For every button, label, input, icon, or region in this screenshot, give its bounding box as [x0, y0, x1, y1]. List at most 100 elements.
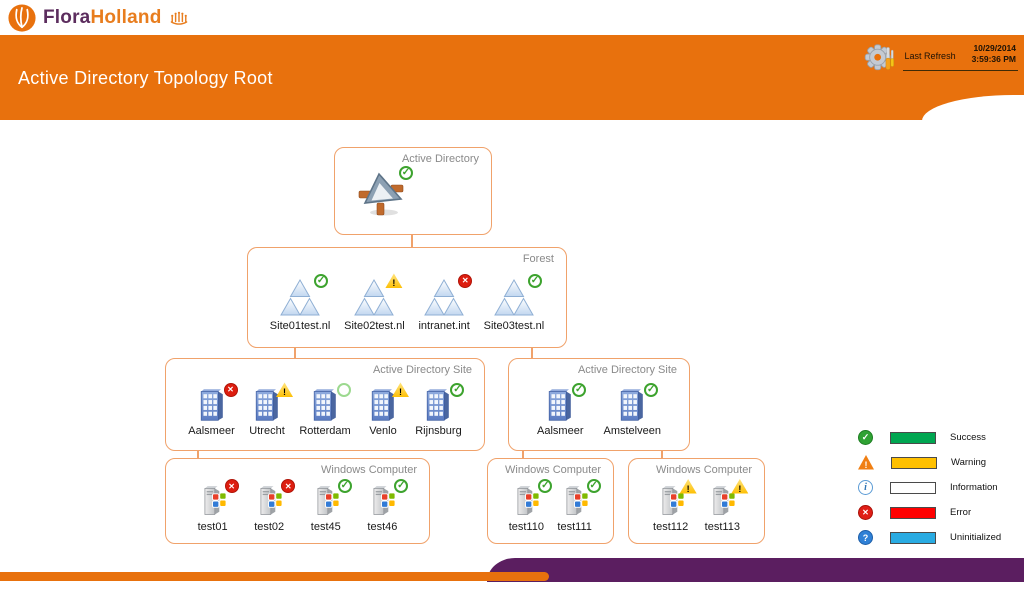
status-legend: Success Warning Information Error Uninit…: [858, 430, 1001, 555]
site-building-icon: [614, 382, 659, 423]
group-items: test112 test113: [637, 479, 756, 537]
topology-node[interactable]: Site01test.nl: [269, 273, 331, 332]
site-building-icon: [249, 382, 294, 423]
last-refresh-label: Last Refresh: [904, 51, 956, 61]
footer-orange-bar: [0, 572, 549, 581]
topology-node[interactable]: Site03test.nl: [483, 273, 545, 332]
computer-icon: [364, 479, 409, 519]
topology-node[interactable]: test110: [508, 479, 553, 533]
computer-icon: [195, 479, 239, 519]
topology-node[interactable]: test46: [364, 479, 409, 533]
topology-node[interactable]: Utrecht: [249, 382, 294, 437]
domain-icon: [280, 273, 329, 318]
topology-node[interactable]: Site02test.nl: [344, 273, 405, 332]
topology-node[interactable]: Amstelveen: [604, 382, 661, 437]
topology-node[interactable]: test112: [653, 479, 697, 533]
computer-icon: [653, 479, 697, 519]
footer-purple-band: [487, 558, 1024, 582]
settings-gear-icon[interactable]: [863, 43, 895, 75]
status-badge: [644, 382, 659, 397]
topology-node[interactable]: Rotterdam: [299, 382, 351, 437]
legend-row-success: Success: [858, 430, 1001, 445]
group-box-ad-site-right: Active Directory Site Aalsmeer Amstelvee…: [508, 358, 690, 451]
legend-row-warning: Warning: [858, 455, 1001, 470]
connector-root-forest: [411, 233, 413, 247]
floraholland-flower-icon: [8, 4, 36, 32]
header-swoosh-curve: [922, 95, 1024, 121]
brand-flora: Flora: [43, 6, 91, 28]
group-box-label: Windows Computer: [656, 464, 752, 476]
computer-icon: [251, 479, 296, 519]
node-label: test112: [653, 521, 689, 533]
node-label: Aalsmeer: [537, 424, 584, 437]
status-badge: [450, 382, 465, 397]
topology-node[interactable]: Rijnsburg: [415, 382, 465, 437]
information-icon: [858, 480, 873, 495]
connector-site-computers-right: [661, 447, 663, 458]
status-badge: [394, 479, 409, 493]
node-label: test02: [254, 521, 285, 533]
group-items: Aalsmeer Utrecht Rotterdam: [174, 379, 476, 444]
node-label: Site01test.nl: [269, 319, 331, 332]
node-label: Site03test.nl: [483, 319, 545, 332]
status-badge: [337, 479, 352, 493]
group-items: test110 test111: [496, 479, 605, 537]
group-box-windows-computer-left: Windows Computer test01 test02: [165, 458, 430, 544]
node-label: test110: [508, 521, 544, 533]
group-box-ad-site-left: Active Directory Site Aalsmeer Utrecht: [165, 358, 485, 451]
topology-node[interactable]: Venlo: [365, 382, 409, 437]
group-box-label: Active Directory: [401, 153, 479, 165]
topology-node-root[interactable]: [357, 166, 413, 218]
group-box-windows-computer-right: Windows Computer test112 test113: [628, 458, 765, 544]
connector-forest-site-left: [294, 345, 296, 358]
legend-label: Information: [950, 482, 998, 493]
computer-icon: [308, 479, 352, 519]
node-label: test45: [310, 521, 341, 533]
status-badge: [224, 479, 239, 493]
group-box-label: Active Directory Site: [577, 364, 677, 376]
status-badge: [281, 479, 296, 493]
site-building-icon: [420, 382, 465, 423]
computer-icon: [557, 479, 601, 519]
node-label: test113: [704, 521, 740, 533]
legend-label: Success: [950, 432, 986, 443]
status-badge: [572, 382, 587, 397]
legend-label: Uninitialized: [950, 532, 1002, 543]
warning-icon: [858, 455, 874, 470]
group-box-active-directory: Active Directory: [334, 147, 492, 235]
domain-icon: [354, 273, 403, 318]
legend-row-error: Error: [858, 505, 1001, 520]
group-box-label: Windows Computer: [505, 464, 601, 476]
refresh-info: Last Refresh 10/29/2014 3:59:36 PM: [902, 41, 1018, 71]
legend-row-uninitialized: Uninitialized: [858, 530, 1001, 545]
refresh-datetime: 10/29/2014 3:59:36 PM: [972, 43, 1016, 65]
status-badge: [223, 382, 238, 397]
topology-node[interactable]: test45: [308, 479, 352, 533]
topology-node[interactable]: test01: [195, 479, 239, 533]
group-box-windows-computer-mid: Windows Computer test110 test111: [487, 458, 614, 544]
uninitialized-icon: [858, 530, 873, 545]
node-label: Aalsmeer: [188, 424, 235, 437]
topology-node[interactable]: intranet.int: [418, 273, 473, 332]
header-band: Active Directory Topology Root Last Refr…: [0, 35, 1024, 121]
node-label: test111: [557, 521, 592, 533]
page-title: Active Directory Topology Root: [18, 68, 273, 88]
error-swatch: [890, 506, 936, 519]
site-building-icon: [194, 382, 238, 423]
brand-holland: Holland: [90, 6, 162, 28]
computer-icon: [508, 479, 553, 519]
site-building-icon: [365, 382, 409, 423]
refresh-date: 10/29/2014: [973, 43, 1016, 53]
status-badge: [458, 273, 473, 288]
topology-node[interactable]: test02: [251, 479, 296, 533]
topology-node[interactable]: test111: [557, 479, 601, 533]
topology-node[interactable]: Aalsmeer: [537, 382, 587, 437]
node-label: test01: [197, 521, 228, 533]
topology-node[interactable]: test113: [704, 479, 749, 533]
node-label: Rotterdam: [299, 424, 351, 437]
topology-node[interactable]: Aalsmeer: [188, 382, 238, 437]
status-badge: [336, 382, 351, 397]
domain-icon: [494, 273, 542, 318]
site-building-icon: [542, 382, 587, 423]
